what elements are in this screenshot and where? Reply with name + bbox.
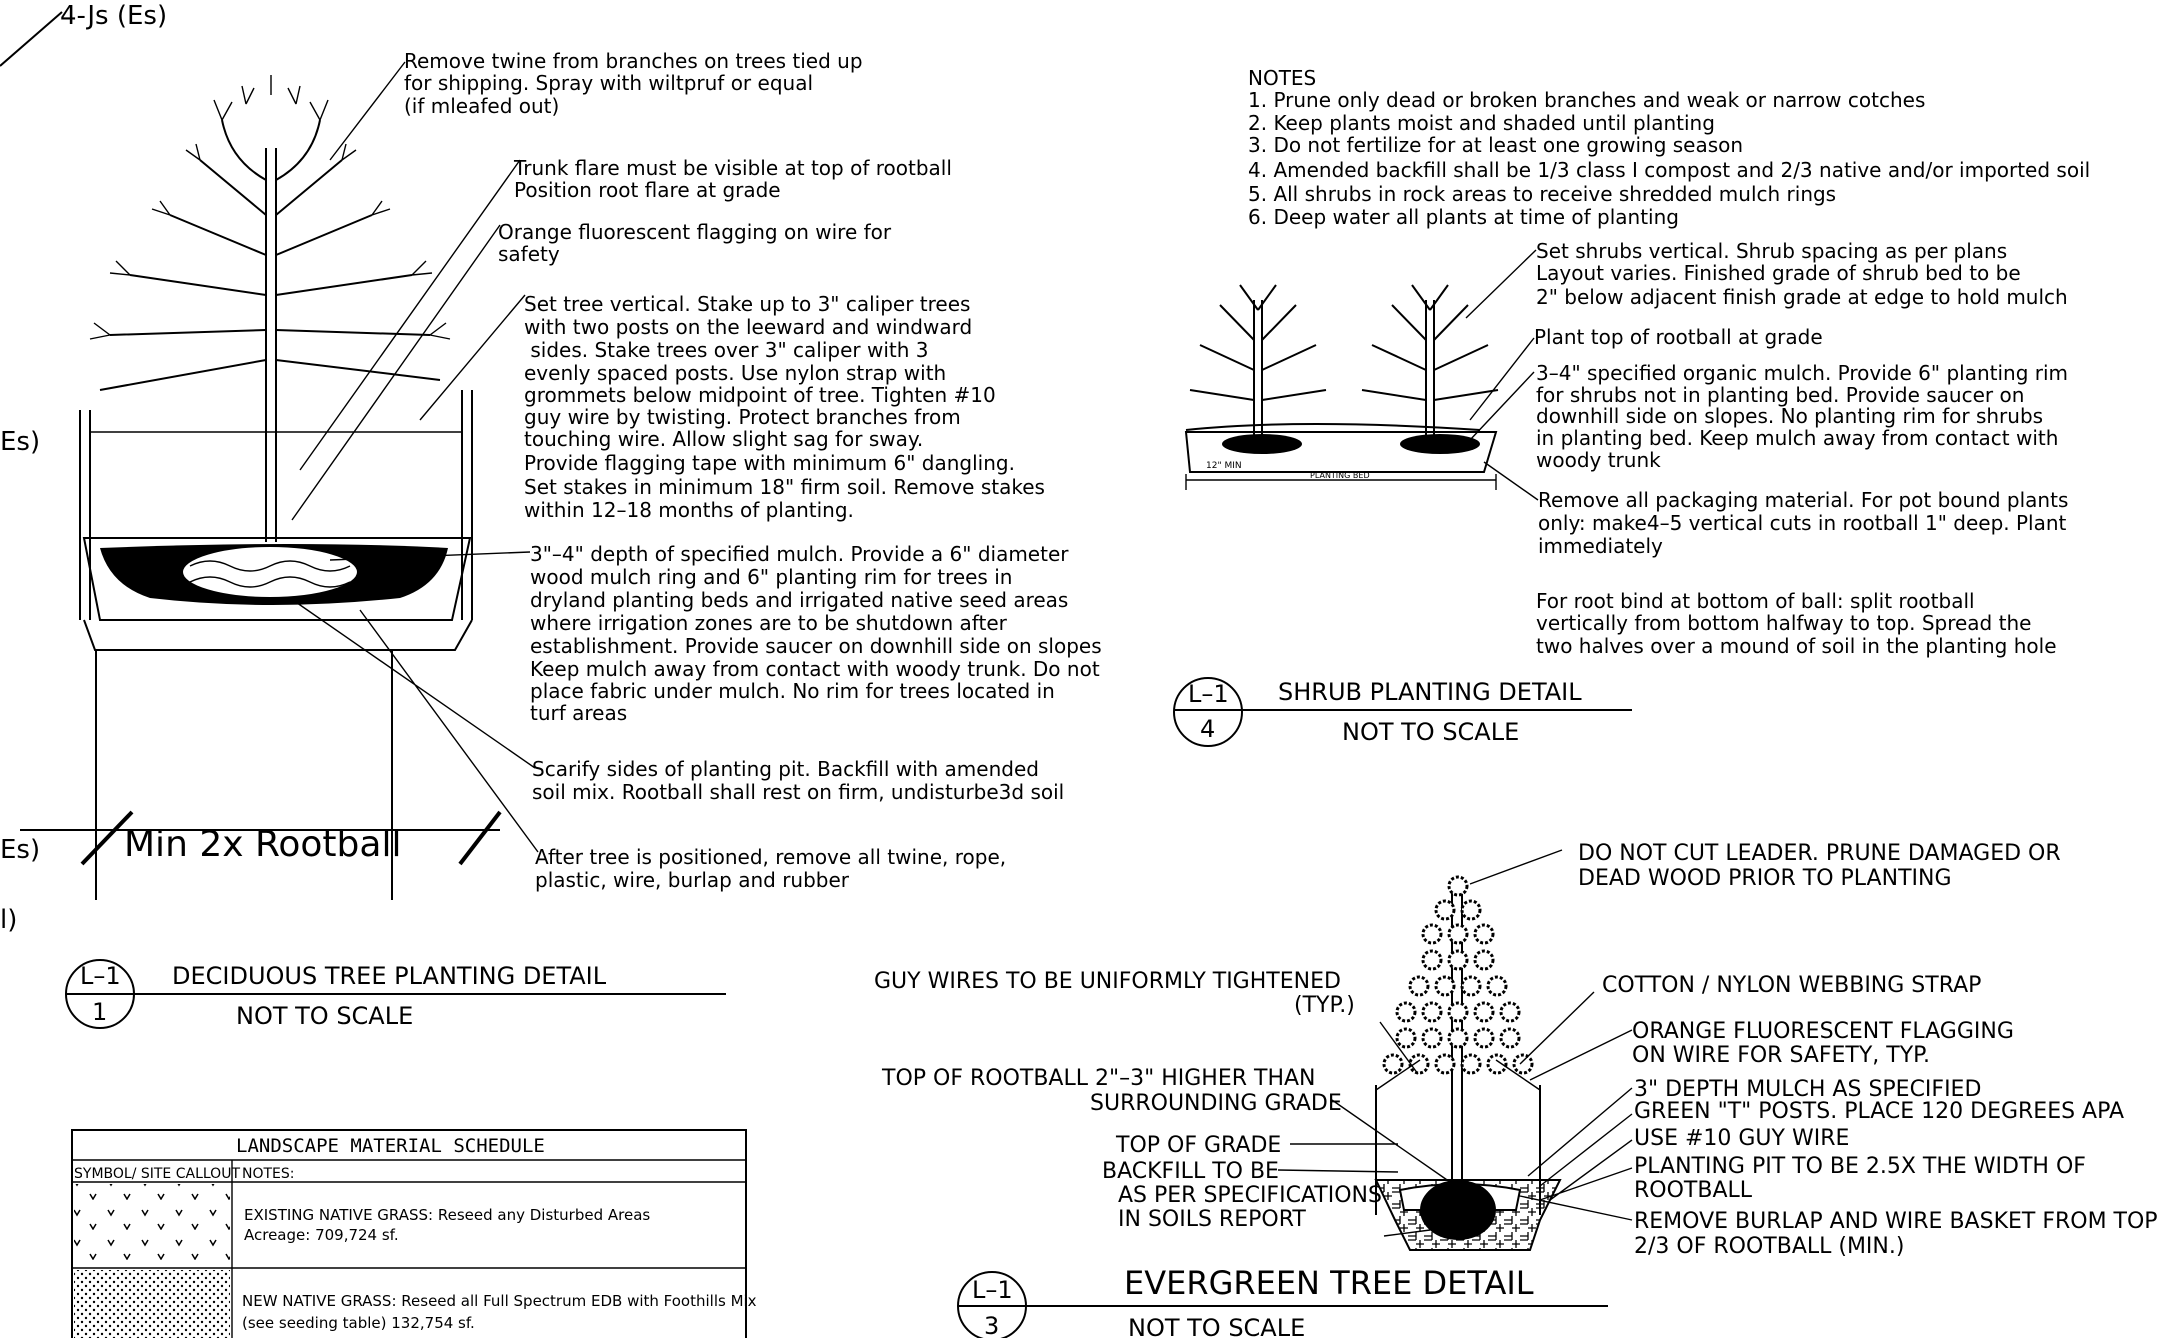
canopy-ornament: [1408, 975, 1430, 997]
note-twine: Remove twine from branches on trees tied…: [404, 49, 863, 118]
canopy-ornament: [1460, 1053, 1482, 1075]
label-posts: GREEN "T" POSTS. PLACE 120 DEGREES APA: [1634, 1099, 2124, 1124]
canopy-ornament: [1434, 899, 1456, 921]
side-label: Es): [0, 427, 40, 457]
shrub-title-block: L–1 4 SHRUB PLANTING DETAIL NOT TO SCALE: [1173, 677, 1632, 747]
detail-title: EVERGREEN TREE DETAIL: [1124, 1264, 1534, 1302]
evergreen-canopy: [1382, 875, 1534, 1075]
canopy-ornament: [1395, 1001, 1417, 1023]
canopy-ornament: [1434, 1053, 1456, 1075]
canopy-ornament: [1447, 1027, 1469, 1049]
canopy-ornament: [1382, 1053, 1404, 1075]
canopy-ornament: [1434, 975, 1456, 997]
material-schedule: LANDSCAPE MATERIAL SCHEDULE SYMBOL/ SITE…: [71, 1129, 757, 1338]
dimension-label: Min 2x Rootball: [124, 824, 401, 865]
canopy-ornament: [1421, 923, 1443, 945]
canopy-ornament: [1447, 949, 1469, 971]
shrub-notes: Set shrubs vertical. Shrub spacing as pe…: [1534, 239, 2068, 658]
detail-number: 1: [92, 998, 107, 1026]
canopy-ornament: [1460, 975, 1482, 997]
new-grass-symbol: [74, 1270, 230, 1338]
canopy-ornament: [1421, 1001, 1443, 1023]
label-mulch: 3" DEPTH MULCH AS SPECIFIED: [1634, 1077, 1981, 1102]
top-left-label: 4-Js (Es): [60, 1, 167, 31]
note-staking: Set tree vertical. Stake up to 3" calipe…: [524, 292, 1045, 522]
detail-number: 4: [1200, 715, 1215, 743]
notes-list: 1. Prune only dead or broken branches an…: [1248, 88, 2090, 229]
detail-number: 3: [984, 1312, 999, 1338]
canopy-ornament: [1408, 1053, 1430, 1075]
evergreen-drawing: [1277, 849, 1633, 1251]
canopy-ornament: [1473, 1027, 1495, 1049]
shrub-note-vertical: Set shrubs vertical. Shrub spacing as pe…: [1536, 239, 2068, 309]
shrub-note-packaging: Remove all packaging material. For pot b…: [1538, 488, 2068, 558]
deciduous-tree-drawing: 4-Js (Es) Es) Es) l) Min 2x Rootball: [0, 1, 539, 935]
canopy-ornament: [1395, 1027, 1417, 1049]
scale-label: NOT TO SCALE: [1342, 718, 1519, 746]
canopy-ornament: [1460, 899, 1482, 921]
sheet-ref: L–1: [80, 962, 121, 990]
shrub-drawing: 12" MIN PLANTING BED: [1184, 249, 1539, 501]
scale-label: NOT TO SCALE: [1128, 1314, 1305, 1338]
min-label: 12" MIN: [1206, 461, 1242, 471]
evergreen-labels: GUY WIRES TO BE UNIFORMLY TIGHTENED(TYP.…: [874, 841, 2158, 1259]
label-guy-wires: GUY WIRES TO BE UNIFORMLY TIGHTENED(TYP.…: [874, 969, 1355, 1018]
scale-label: NOT TO SCALE: [236, 1002, 413, 1030]
shrub-note-rootball: Plant top of rootball at grade: [1534, 325, 1823, 349]
canopy-ornament: [1421, 949, 1443, 971]
bed-label: PLANTING BED: [1310, 471, 1370, 480]
note-trunk-flare: Trunk flare must be visible at top of ro…: [513, 156, 952, 202]
canopy-ornament: [1473, 1001, 1495, 1023]
side-label: Es): [0, 835, 40, 865]
shrub-note-root-bind: For root bind at bottom of ball: split r…: [1536, 589, 2057, 658]
canopy-ornament: [1512, 1053, 1534, 1075]
canopy-ornament: [1486, 1053, 1508, 1075]
notes-heading: NOTES: [1248, 66, 1316, 90]
canopy-ornament: [1499, 1001, 1521, 1023]
canopy-ornament: [1499, 1027, 1521, 1049]
schedule-title: LANDSCAPE MATERIAL SCHEDULE: [236, 1135, 545, 1157]
schedule-row-existing: EXISTING NATIVE GRASS: Reseed any Distur…: [244, 1206, 650, 1244]
canopy-ornament: [1447, 1001, 1469, 1023]
sheet-ref: L–1: [972, 1276, 1013, 1304]
label-top-of-grade: TOP OF GRADE: [1115, 1133, 1281, 1158]
label-guy-wire: USE #10 GUY WIRE: [1634, 1126, 1849, 1151]
canopy-ornament: [1473, 923, 1495, 945]
canopy-ornament: [1473, 949, 1495, 971]
deciduous-title-block: L–1 1 DECIDUOUS TREE PLANTING DETAIL NOT…: [65, 959, 726, 1030]
deciduous-notes: Remove twine from branches on trees tied…: [404, 49, 1102, 892]
side-label: l): [0, 905, 17, 935]
canopy-ornament: [1447, 923, 1469, 945]
canopy-ornament: [1447, 875, 1469, 897]
label-strap: COTTON / NYLON WEBBING STRAP: [1602, 973, 1981, 998]
note-mulch: 3"–4" depth of specified mulch. Provide …: [530, 542, 1102, 725]
sheet-ref: L–1: [1188, 680, 1229, 708]
evergreen-title-block: L–1 3 EVERGREEN TREE DETAIL NOT TO SCALE: [957, 1264, 1608, 1338]
detail-title: DECIDUOUS TREE PLANTING DETAIL: [172, 962, 607, 990]
shrub-note-mulch: 3–4" specified organic mulch. Provide 6"…: [1536, 361, 2068, 472]
general-notes: NOTES 1. Prune only dead or broken branc…: [1248, 66, 2090, 229]
schedule-row-new: NEW NATIVE GRASS: Reseed all Full Spectr…: [242, 1292, 757, 1332]
canopy-ornament: [1486, 975, 1508, 997]
schedule-col-notes: NOTES:: [242, 1166, 295, 1182]
existing-grass-symbol: [74, 1184, 230, 1266]
note-twine-removal: After tree is positioned, remove all twi…: [535, 845, 1006, 892]
detail-title: SHRUB PLANTING DETAIL: [1278, 678, 1582, 706]
schedule-col-symbol: SYMBOL/ SITE CALLOUT: [74, 1166, 240, 1182]
canopy-ornament: [1421, 1027, 1443, 1049]
note-scarify: Scarify sides of planting pit. Backfill …: [532, 757, 1064, 804]
